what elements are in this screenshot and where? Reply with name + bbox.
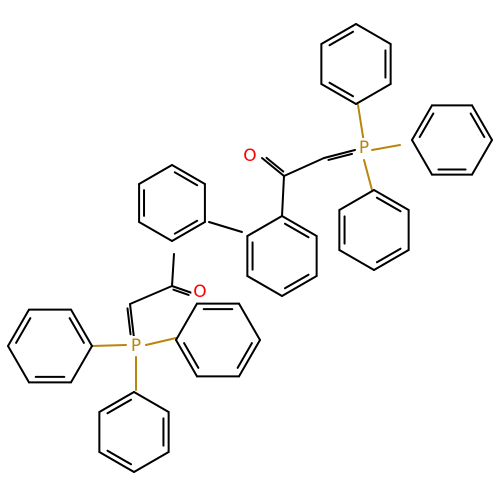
- phenyl-ring-p1-right-inner-bond: [469, 112, 486, 139]
- phenyl-ring-p1-right-inner-bond: [418, 112, 435, 139]
- carbonyl-double-bond-upper-inner: [265, 156, 285, 173]
- carbonyl-double-bond-lower: [171, 285, 193, 294]
- phenyl-ring-p1-right-bond: [411, 104, 433, 141]
- p-phenyl-bond-upper-bottom: [363, 159, 373, 191]
- phenyl-ring-p1-top-bond: [355, 83, 392, 105]
- carbonyl-carbon-bond-upper: [281, 175, 285, 217]
- phenyl-ring-p1-top-inner-bond: [328, 81, 355, 98]
- ylide-double-bond-lower: [129, 303, 135, 339]
- phenyl-ring-p2-bottom-inner-bond: [106, 449, 133, 466]
- benzene-ring-left-bond: [138, 164, 173, 185]
- ylide-double-bond-upper: [323, 149, 356, 159]
- p-phenyl-bond-lower-left: [91, 344, 127, 347]
- benzene-ring-left-inner-bond: [173, 171, 199, 187]
- phenyl-ring-p2-right-bond: [238, 302, 261, 341]
- carbonyl-double-bond-lower-inner: [172, 288, 190, 296]
- atom-label-backdrop: [356, 138, 372, 158]
- benzene-ring-right-inner-bond: [283, 273, 310, 290]
- phenyl-ring-p2-bottom-inner-bond: [106, 398, 133, 415]
- phosphorus-atom-label-lower: P: [131, 336, 141, 356]
- phenyl-ring-p2-left-inner-bond: [68, 317, 85, 344]
- carbonyl-carbon-bond-lower: [171, 253, 175, 287]
- phenyl-ring-p2-bottom-bond: [98, 451, 135, 473]
- p-phenyl-bond-upper-top: [357, 104, 365, 144]
- phenyl-ring-p2-left-bond: [7, 308, 30, 347]
- ylide-double-bond-upper-inner: [327, 152, 354, 161]
- atom-label-backdrop: [128, 336, 144, 356]
- oxygen-atom-label-lower: O: [193, 282, 206, 302]
- phenyl-ring-p1-bottom-inner-bond: [375, 247, 402, 264]
- carbonyl-double-bond-upper: [261, 157, 285, 177]
- benzene-ring-right-inner-bond: [283, 222, 310, 239]
- benzene-ring-left-inner-bond: [173, 219, 199, 235]
- phenyl-ring-p2-bottom-bond: [98, 391, 135, 413]
- phenyl-ring-p2-bottom-bond: [133, 451, 170, 473]
- phenyl-ring-p2-left-inner-bond: [15, 317, 32, 344]
- benzene-ring-right-bond: [281, 275, 318, 297]
- phenyl-ring-p2-right-bond: [238, 339, 261, 378]
- phenyl-ring-p2-left-bond: [7, 345, 30, 384]
- benzene-ring-right-bond: [281, 215, 318, 237]
- ylide-double-bond-lower-inner: [126, 307, 132, 336]
- alpha-carbon-bond-upper: [283, 157, 325, 177]
- phenyl-ring-p2-left-bond: [70, 308, 93, 347]
- bonds-group: [7, 23, 493, 473]
- phenyl-ring-p1-bottom-bond: [338, 249, 375, 271]
- phenyl-ring-p1-right-bond: [471, 139, 493, 176]
- alpha-carbon-bond-lower: [129, 285, 173, 305]
- benzene-ring-right-bond: [246, 215, 283, 237]
- phenyl-ring-p1-right-bond: [471, 104, 493, 141]
- phenyl-ring-p1-bottom-inner-bond: [375, 196, 402, 213]
- phenyl-ring-p1-right-bond: [411, 139, 433, 176]
- p-phenyl-bond-upper-right: [371, 144, 401, 151]
- phenyl-ring-p1-top-inner-bond: [328, 30, 355, 47]
- atom-label-backdrop: [191, 282, 209, 302]
- phenyl-ring-p1-bottom-bond: [373, 249, 410, 271]
- phenyl-ring-p1-top-bond: [355, 23, 392, 45]
- phenyl-ring-p2-left-bond: [70, 345, 93, 384]
- oxygen-atom-label-upper: O: [243, 146, 256, 166]
- phenyl-ring-p2-bottom-bond: [133, 391, 170, 413]
- benzene-ring-left-bond: [171, 164, 206, 185]
- phenyl-ring-p2-right-bond: [175, 302, 198, 341]
- benzene-ring-left-bond: [171, 221, 206, 242]
- biaryl-bond: [208, 221, 243, 233]
- phenyl-ring-p2-right-inner-bond: [236, 342, 253, 369]
- benzene-ring-right-bond: [246, 275, 283, 297]
- atom-label-backdrop: [241, 146, 259, 166]
- phenyl-ring-p2-right-bond: [175, 339, 198, 378]
- benzene-ring-left-bond: [138, 221, 173, 242]
- phenyl-ring-p1-bottom-bond: [373, 189, 410, 211]
- p-phenyl-bond-lower-right: [145, 337, 177, 346]
- phenyl-ring-p1-bottom-bond: [338, 189, 375, 211]
- phosphorus-atom-label-upper: P: [359, 138, 369, 158]
- phenyl-ring-p1-top-bond: [320, 83, 357, 105]
- atom-labels-group: O O P P: [128, 138, 372, 356]
- phenyl-ring-p1-top-bond: [320, 23, 357, 45]
- phenyl-ring-p2-right-inner-bond: [183, 342, 200, 369]
